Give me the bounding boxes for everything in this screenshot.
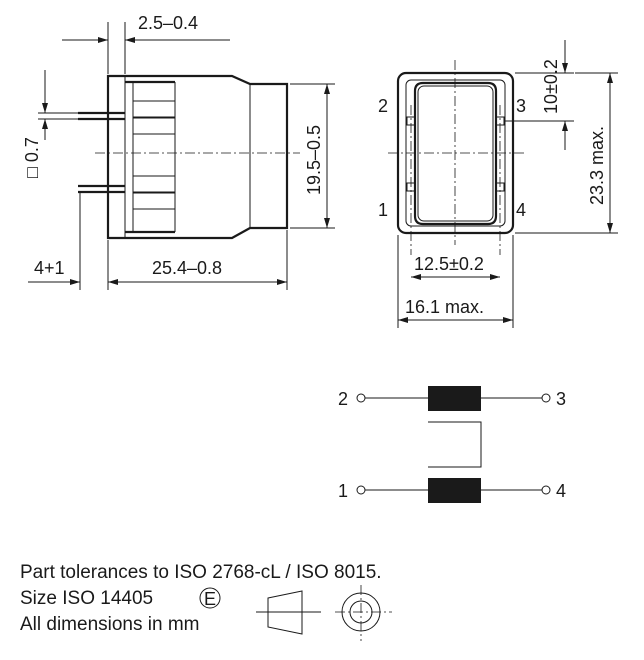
- top-view-coil: [413, 81, 498, 226]
- note-tolerances: Part tolerances to ISO 2768-cL / ISO 801…: [20, 562, 382, 583]
- dim-pin-square: □ 0.7: [22, 137, 42, 178]
- dim-pin-offset: 10±0.2: [541, 59, 561, 114]
- envelope-symbol-letter: E: [204, 589, 216, 609]
- terminal-3: [541, 393, 551, 403]
- top-view-pins: [406, 116, 505, 192]
- schematic-pin-label-2: 2: [338, 389, 348, 409]
- side-view-body: [106, 74, 289, 240]
- side-view-tabs: [125, 80, 176, 234]
- side-view-pins: [78, 111, 125, 194]
- winding-upper: [428, 386, 481, 411]
- dim-height-max: 23.3 max.: [587, 126, 607, 205]
- schematic-pin-label-1: 1: [338, 481, 348, 501]
- note-units: All dimensions in mm: [20, 614, 200, 635]
- terminal-4: [541, 485, 551, 495]
- notes: Part tolerances to ISO 2768-cL / ISO 801…: [20, 562, 392, 641]
- schematic-pin-label-4: 4: [556, 481, 566, 501]
- dim-pin-spacing: 12.5±0.2: [414, 254, 484, 274]
- side-view: 2.5–0.4 19.5–0.5 □ 0.7 4+1 25.4–0.8: [22, 13, 335, 290]
- top-view: 2 3 1 4 10±0.2 23.3 max. 12.5±0.2 16.1 m…: [378, 40, 618, 328]
- top-pin-label-4: 4: [516, 200, 526, 220]
- terminal-1: [356, 485, 366, 495]
- terminal-2: [356, 393, 366, 403]
- top-pin-label-1: 1: [378, 200, 388, 220]
- dim-pin-length: 4+1: [34, 258, 65, 278]
- schematic: 2 3 1 4: [338, 386, 566, 503]
- dim-body-height: 19.5–0.5: [304, 125, 324, 195]
- winding-lower: [428, 478, 481, 503]
- top-pin-label-2: 2: [378, 96, 388, 116]
- schematic-pin-label-3: 3: [556, 389, 566, 409]
- top-pin-label-3: 3: [516, 96, 526, 116]
- core-bracket: [428, 421, 482, 468]
- dim-top-thickness: 2.5–0.4: [138, 13, 198, 33]
- note-size: Size ISO 14405: [20, 588, 153, 609]
- dim-body-length: 25.4–0.8: [152, 258, 222, 278]
- dim-width-max: 16.1 max.: [405, 297, 484, 317]
- envelope-symbol: [199, 587, 221, 609]
- projection-symbol-icon: [256, 585, 392, 641]
